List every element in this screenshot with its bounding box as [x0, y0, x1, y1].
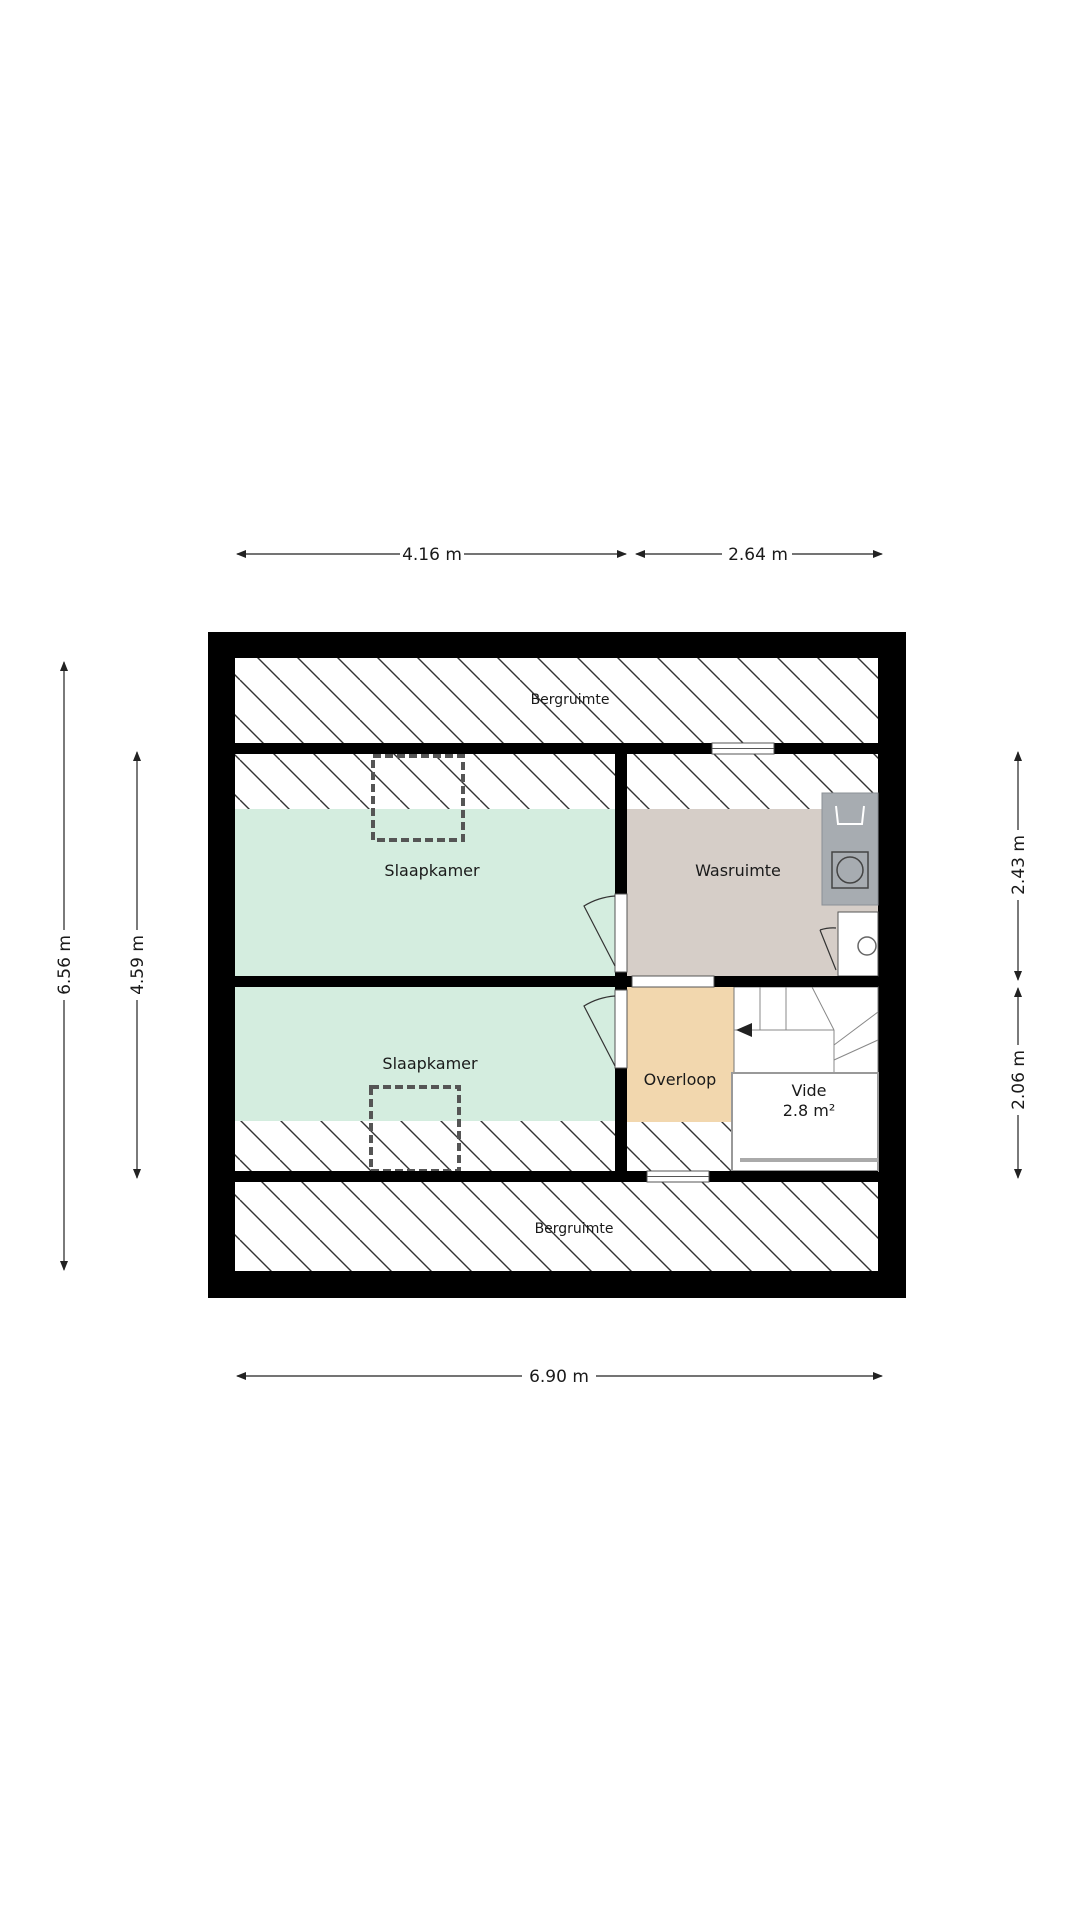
- dimension-top-left: 4.16 m: [402, 545, 462, 565]
- bedroom-bottom-hatch: [235, 1121, 615, 1171]
- door-bedroom-bottom: [614, 989, 628, 1069]
- storage-top-hatch: [235, 658, 878, 743]
- landing-hatch: [627, 1122, 734, 1171]
- door-bedroom-bottom-swing: [583, 995, 616, 1067]
- bedroom-top-hatch: [235, 754, 615, 809]
- room-label-storage-top: Bergruimte: [531, 692, 610, 708]
- room-label-laundry: Wasruimte: [695, 861, 781, 880]
- room-label-bedroom-bottom: Slaapkamer: [382, 1054, 478, 1073]
- room-label-void-area: 2.8 m²: [783, 1101, 836, 1120]
- toilet-icon: [857, 936, 877, 956]
- dryer-door-icon: [831, 851, 869, 889]
- stair-arrow-icon: [736, 1023, 752, 1037]
- wall-h-3: [235, 1171, 878, 1182]
- room-label-storage-bottom: Bergruimte: [535, 1221, 614, 1237]
- room-label-void: Vide: [791, 1081, 826, 1100]
- door-bedroom-top: [614, 893, 628, 973]
- room-label-bedroom-top: Slaapkamer: [384, 861, 480, 880]
- wall-h-1: [235, 743, 878, 754]
- dimension-bottom: 6.90 m: [529, 1367, 589, 1387]
- dimension-left-outer: 6.56 m: [55, 935, 75, 995]
- dimension-right-lower: 2.06 m: [1009, 1050, 1029, 1110]
- dryer-drum-icon: [836, 856, 864, 884]
- room-label-landing: Overloop: [644, 1070, 717, 1089]
- bedroom-top-floor: [235, 809, 615, 976]
- door-bedroom-top-swing: [583, 895, 616, 967]
- skylight-top-icon: [371, 754, 465, 842]
- storage-bottom-hatch: [235, 1182, 878, 1271]
- wash-symbol-icon: [835, 805, 865, 825]
- opening-landing: [631, 975, 715, 988]
- dimension-left-inner: 4.59 m: [128, 935, 148, 995]
- dimension-top-right: 2.64 m: [728, 545, 788, 565]
- landing-floor: [627, 987, 734, 1122]
- wall-h-2: [235, 976, 878, 987]
- dimension-right-upper: 2.43 m: [1009, 835, 1029, 895]
- toilet-door-swing: [819, 927, 837, 971]
- bedroom-bottom-floor: [235, 987, 615, 1121]
